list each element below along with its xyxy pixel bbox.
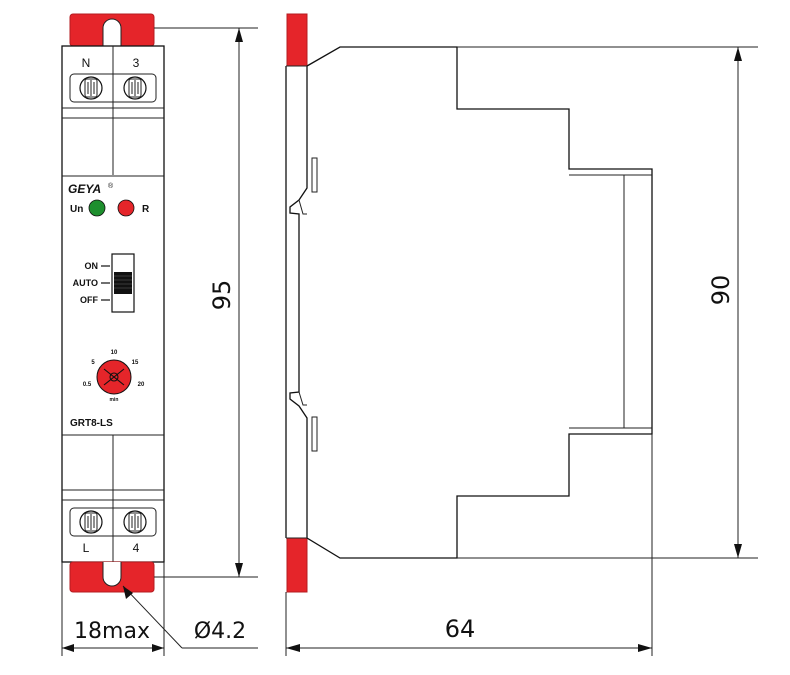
model-label: GRT8-LS xyxy=(70,418,113,429)
time-dial: 0.5 5 10 15 20 min xyxy=(83,350,145,403)
brand-registered-mark: ® xyxy=(108,182,114,190)
top-terminal-block: N 3 xyxy=(62,46,164,177)
bottom-din-clip xyxy=(69,561,155,593)
terminal-label-4: 4 xyxy=(133,541,140,555)
terminal-screw-l xyxy=(79,510,103,534)
mode-switch: ON AUTO OFF xyxy=(73,253,135,313)
brand-logo: GEYA xyxy=(68,182,101,196)
terminal-screw-3 xyxy=(123,76,147,100)
terminal-label-n: N xyxy=(82,56,91,70)
led-label-un: Un xyxy=(70,204,83,215)
dimension-label-64: 64 xyxy=(445,615,476,643)
switch-label-on: ON xyxy=(85,261,99,271)
dimension-height-95: 95 xyxy=(154,27,258,578)
side-view xyxy=(285,13,653,593)
led-r-icon xyxy=(117,199,135,217)
side-bottom-clip xyxy=(286,537,308,593)
dial-tick-5: 5 xyxy=(91,360,95,366)
terminal-label-3: 3 xyxy=(133,56,140,70)
switch-label-auto: AUTO xyxy=(73,278,98,288)
switch-label-off: OFF xyxy=(80,295,98,305)
top-din-clip xyxy=(69,13,155,47)
led-un-icon xyxy=(88,199,106,217)
side-top-clip xyxy=(286,13,308,67)
side-profile-outline xyxy=(289,46,653,559)
dimension-hole-diameter: Ø4.2 xyxy=(122,585,258,649)
led-label-r: R xyxy=(142,204,150,215)
front-panel: GEYA ® Un R ON AUTO OFF xyxy=(62,182,164,436)
dimension-depth-64: 64 xyxy=(285,434,653,656)
terminal-screw-n xyxy=(79,76,103,100)
dimension-label-18max: 18max xyxy=(74,619,150,644)
bottom-terminal-block: L 4 xyxy=(62,435,164,562)
dial-tick-0-5: 0.5 xyxy=(83,382,92,388)
dimension-label-hole: Ø4.2 xyxy=(194,619,246,644)
terminal-label-l: L xyxy=(83,541,90,555)
dimension-height-90: 90 xyxy=(457,46,758,559)
terminal-screw-4 xyxy=(123,510,147,534)
dimension-label-90: 90 xyxy=(707,275,735,306)
dial-tick-10: 10 xyxy=(111,350,118,356)
dial-unit: min xyxy=(110,397,119,403)
dial-tick-15: 15 xyxy=(132,360,139,366)
dimension-label-95: 95 xyxy=(208,280,236,311)
front-view: N 3 GEYA ® xyxy=(61,13,165,593)
dimension-width-18max: 18max xyxy=(61,562,165,656)
dial-tick-20: 20 xyxy=(138,382,145,388)
